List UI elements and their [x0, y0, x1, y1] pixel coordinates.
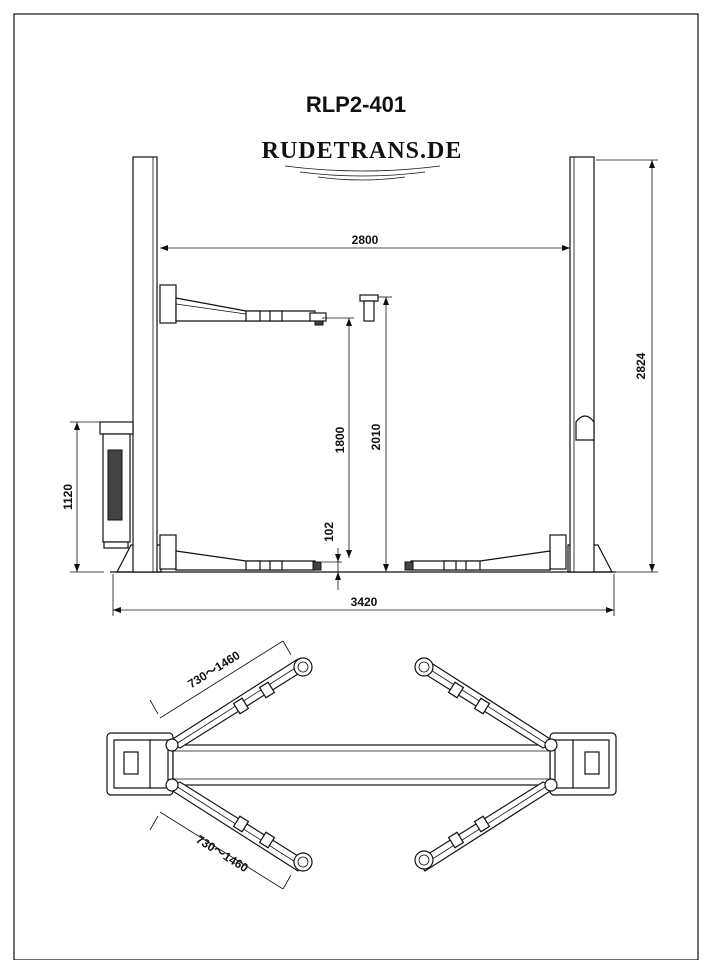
release-window — [575, 415, 595, 441]
svg-text:730～1460: 730～1460 — [194, 832, 251, 875]
dim-column-spacing: 2800 — [160, 233, 570, 251]
dim-total-height: 2010 — [369, 296, 392, 572]
arm-bottom-left — [166, 781, 313, 872]
lower-right-arm — [404, 534, 567, 571]
svg-text:102: 102 — [322, 522, 336, 542]
arm-top-right — [414, 657, 557, 749]
dim-lift-height: 1800 — [322, 317, 354, 558]
pivot-top-right — [544, 738, 558, 752]
page-border — [13, 13, 699, 960]
svg-text:2800: 2800 — [352, 233, 379, 247]
raised-pad — [359, 294, 379, 322]
brand-swoosh — [284, 165, 441, 181]
pivot-top-left — [165, 738, 179, 752]
power-unit — [99, 421, 134, 549]
pivot-bottom-left — [165, 778, 179, 792]
svg-text:2010: 2010 — [369, 423, 383, 450]
dim-column-height: 2824 — [596, 159, 658, 573]
arm-top-left — [166, 657, 313, 749]
right-base-top — [549, 732, 617, 796]
svg-text:1120: 1120 — [61, 484, 75, 510]
cross-beam — [172, 744, 551, 786]
svg-text:2824: 2824 — [634, 352, 648, 379]
left-base-top — [106, 732, 174, 796]
svg-text:3420: 3420 — [351, 595, 378, 609]
brand-logo: RUDETRANS.DE — [262, 138, 463, 164]
top-view: 730～1460 730～1460 — [106, 640, 617, 890]
model-title: RLP2-401 — [306, 92, 406, 117]
dim-overall-width: 3420 — [112, 574, 615, 616]
svg-text:1800: 1800 — [333, 426, 347, 453]
raised-arm — [159, 284, 327, 326]
dim-min-pad: 102 — [322, 522, 342, 590]
arm-bottom-right — [414, 781, 557, 872]
front-elevation: 2800 2824 1800 2010 — [61, 156, 658, 616]
pivot-bottom-right — [544, 778, 558, 792]
dim-power-unit-height: 1120 — [61, 421, 104, 573]
lower-left-arm — [159, 534, 322, 571]
